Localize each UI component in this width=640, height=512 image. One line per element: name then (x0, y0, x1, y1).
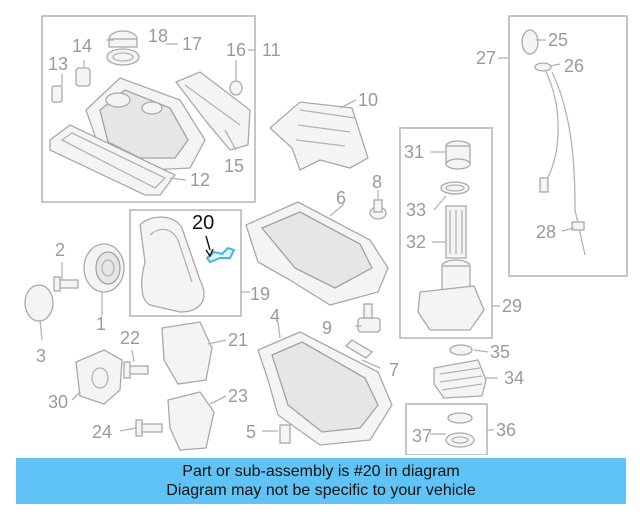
part-number-6: 6 (336, 188, 346, 208)
part-number-7: 7 (389, 360, 399, 380)
oil-cooler-drawing (433, 344, 487, 399)
part-number-31: 31 (404, 142, 424, 162)
banner-line-2: Diagram may not be specific to your vehi… (166, 482, 476, 499)
filter-cap-drawing (445, 140, 471, 170)
part-number-15: 15 (224, 156, 244, 176)
part-number-23: 23 (228, 386, 248, 406)
part-number-12: 12 (190, 170, 210, 190)
seal-rings-drawing (445, 412, 475, 448)
filter-element-drawing (445, 205, 467, 259)
part-number-21: 21 (228, 330, 248, 350)
part-number-17: 17 (182, 34, 202, 54)
part-number-18: 18 (148, 26, 168, 46)
part-number-24: 24 (92, 422, 112, 442)
small-plug-drawing (51, 67, 243, 103)
bolt-22-drawing (123, 361, 149, 379)
banner-line-1: Part or sub-assembly is #20 in diagram (182, 463, 460, 480)
oil-cap-drawing (106, 30, 140, 66)
part-number-14: 14 (72, 36, 92, 56)
part-number-26: 26 (564, 56, 584, 76)
drain-plug-drawing (279, 424, 291, 444)
bolt-24-drawing (135, 419, 163, 437)
part-number-1: 1 (96, 314, 106, 334)
part-number-36: 36 (496, 420, 516, 440)
part-number-8: 8 (372, 172, 382, 192)
part-number-20: 20 (192, 212, 214, 234)
bracket-30-drawing (75, 349, 123, 405)
part-number-22: 22 (120, 328, 140, 348)
valve-cover-group-box (41, 15, 256, 203)
part-number-29: 29 (502, 296, 522, 316)
filter-seal-drawing (440, 181, 470, 195)
part-number-32: 32 (406, 232, 426, 252)
front-seal-drawing (24, 284, 54, 322)
dipstick-drawing (521, 29, 586, 256)
info-banner: Part or sub-assembly is #20 in diagram D… (16, 458, 626, 504)
lower-oil-pan-drawing (257, 331, 393, 446)
part-number-37: 37 (412, 426, 432, 446)
crank-bolt-drawing (53, 276, 79, 292)
part-number-27: 27 (476, 48, 496, 68)
timing-cover-group-box (129, 209, 242, 317)
crank-pulley-drawing (83, 243, 125, 293)
part-number-34: 34 (504, 368, 524, 388)
part-number-28: 28 (536, 222, 556, 242)
part-number-16: 16 (226, 40, 246, 60)
valve-cover-gasket-drawing (49, 124, 176, 196)
part-number-5: 5 (246, 422, 256, 442)
part-number-19: 19 (250, 284, 270, 304)
upper-oil-pan-drawing (245, 201, 389, 306)
cover-insulation-drawing (174, 71, 251, 151)
cover-21-drawing (161, 321, 213, 385)
leader-lines (39, 39, 575, 435)
baffle-drawing (269, 101, 369, 171)
part-number-25: 25 (548, 30, 568, 50)
part-number-3: 3 (36, 346, 46, 366)
part-number-33: 33 (406, 200, 426, 220)
oil-dipstick-group-box (508, 15, 628, 277)
oil-filter-group-box (399, 127, 493, 339)
part-number-11: 11 (262, 40, 281, 60)
level-sensor-drawing (357, 303, 381, 333)
filter-housing-drawing (417, 259, 485, 331)
part-number-4: 4 (270, 306, 280, 326)
timing-cover-drawing (139, 216, 205, 313)
bolt-8-drawing (369, 199, 387, 220)
gasket-7-drawing (344, 339, 374, 359)
part-number-35: 35 (490, 342, 510, 362)
cover-23-drawing (167, 391, 215, 451)
part-number-30: 30 (48, 392, 68, 412)
parts-diagram: 1 2 3 4 5 6 7 8 9 10 11 12 13 14 15 16 1… (24, 15, 628, 455)
part-number-2: 2 (55, 240, 65, 260)
part-number-9: 9 (322, 318, 332, 338)
highlighted-part-20-drawing (205, 235, 236, 264)
part-number-10: 10 (358, 90, 378, 110)
part-number-13: 13 (48, 54, 68, 74)
